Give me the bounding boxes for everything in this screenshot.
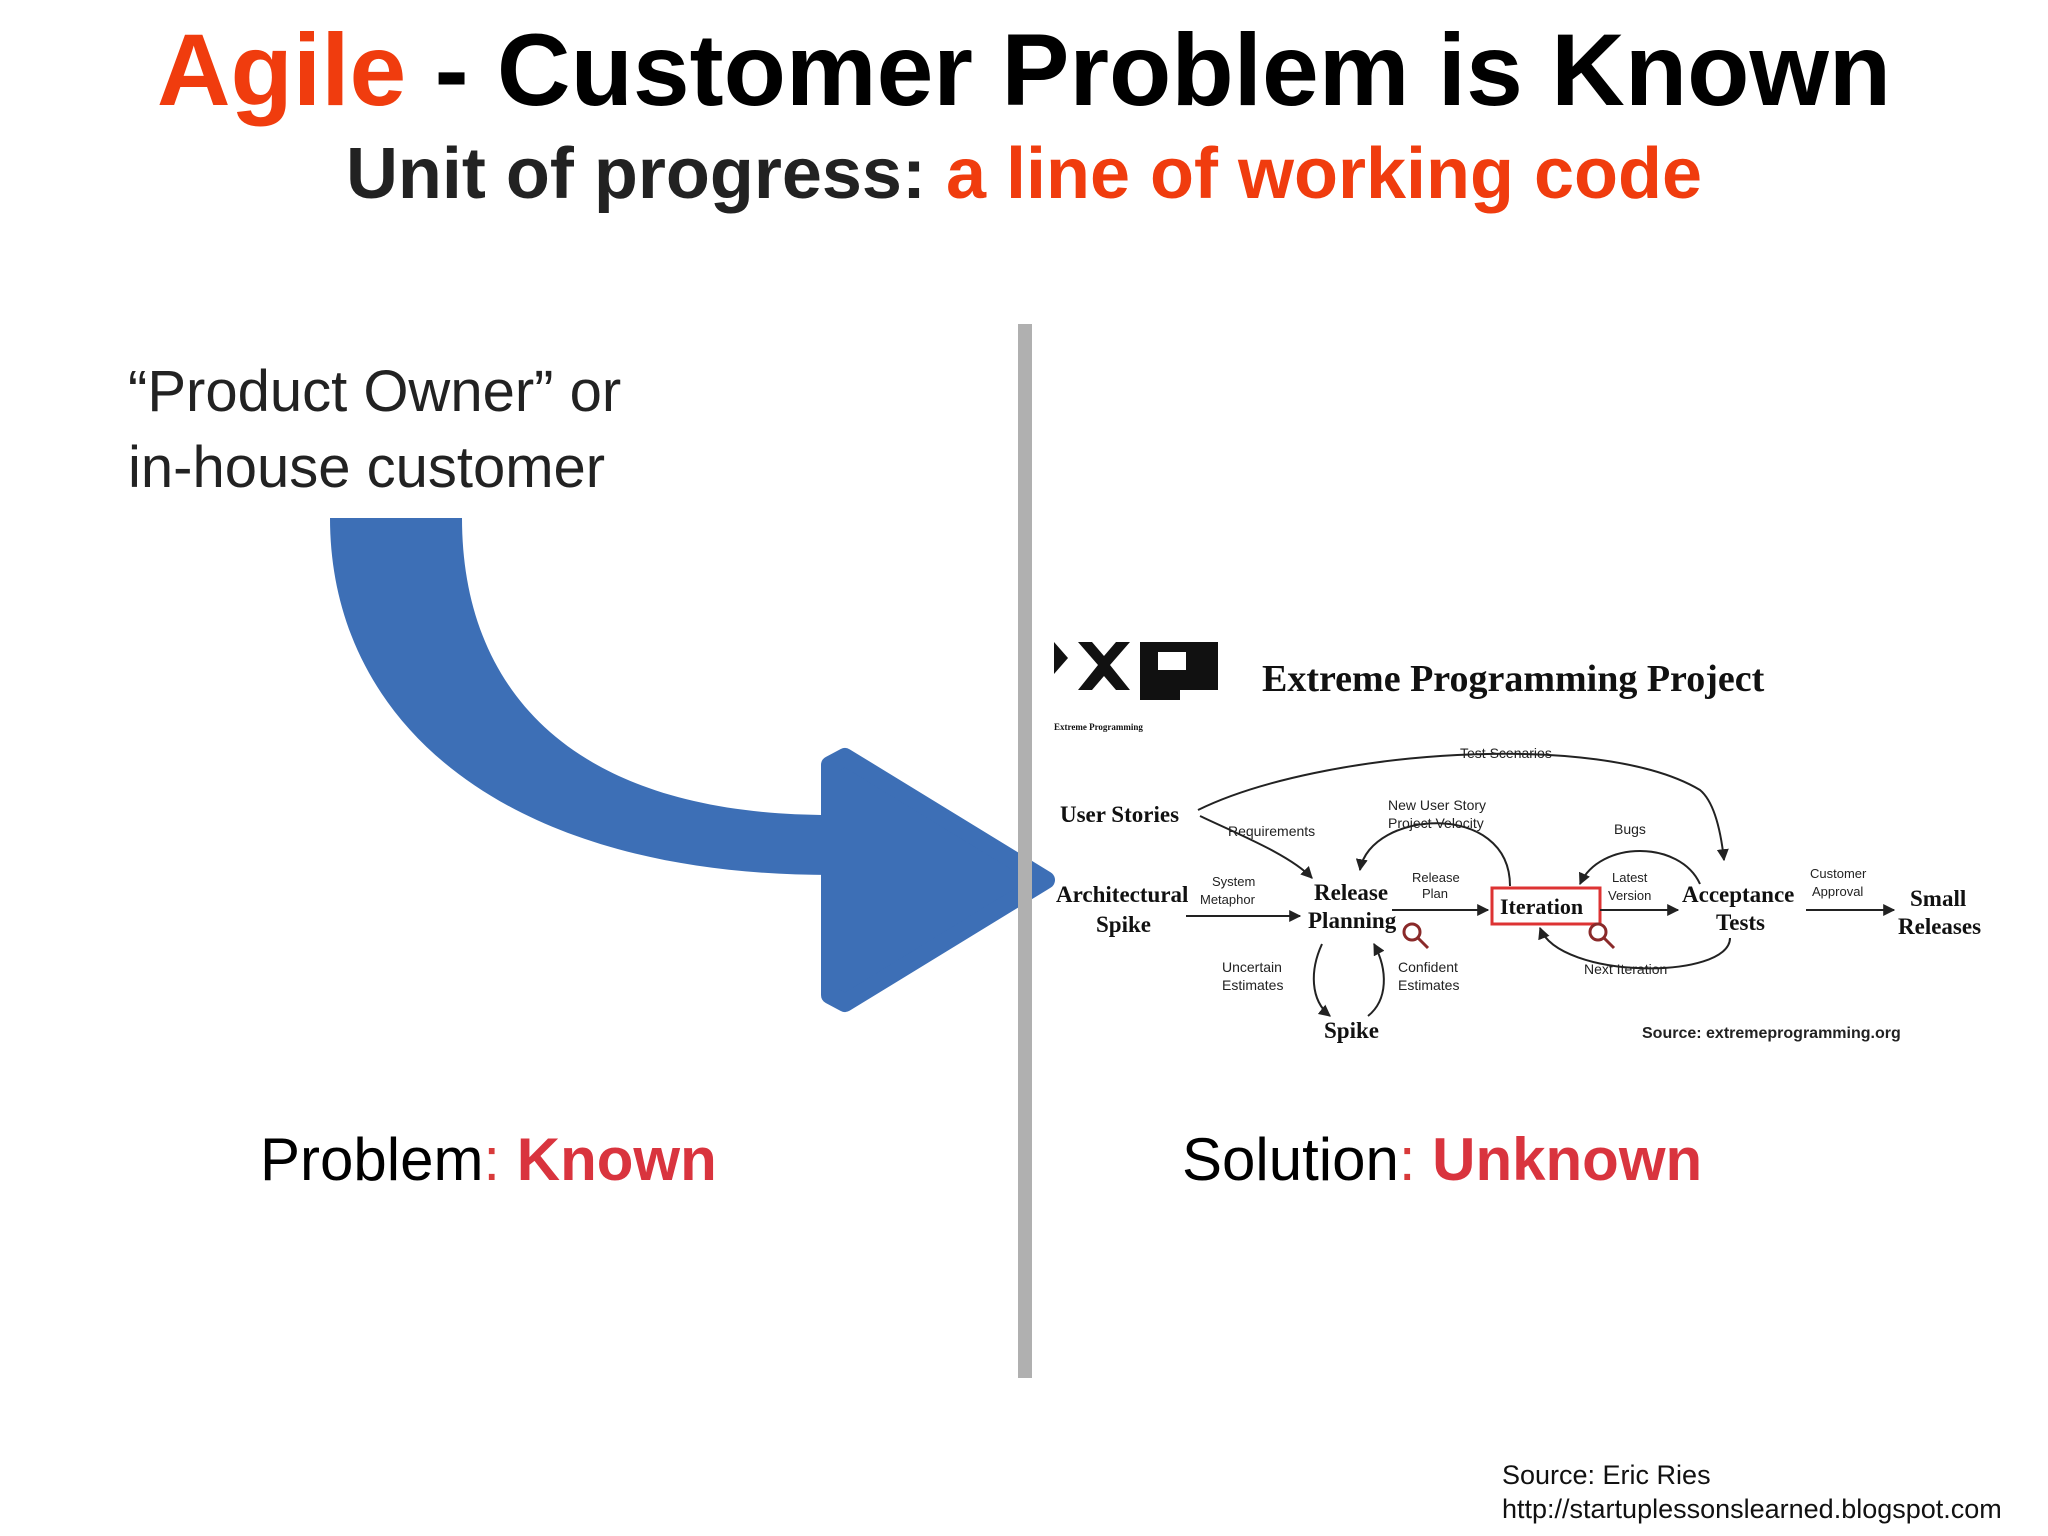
- subtitle-accent: a line of working code: [945, 134, 1703, 214]
- solution-value: Unknown: [1432, 1126, 1703, 1193]
- xp-title: Extreme Programming Project: [1262, 658, 1765, 700]
- node-small: Small: [1910, 886, 1966, 911]
- xp-logo-icon: Extreme Programming: [1054, 642, 1218, 732]
- connector-confident: [1367, 942, 1385, 1017]
- source-citation: Source: Eric Ries http://startuplessonsl…: [1502, 1458, 2002, 1526]
- connector-requirements: [1199, 815, 1313, 879]
- edge-approval: Approval: [1812, 884, 1863, 899]
- connector-bugs: [1579, 850, 1701, 886]
- problem-label: Problem: [260, 1126, 484, 1193]
- xp-logo-text: Extreme Programming: [1054, 722, 1143, 732]
- edge-system: System: [1212, 874, 1255, 889]
- edge-requirements: Requirements: [1228, 823, 1315, 839]
- edge-latest: Latest: [1612, 870, 1648, 885]
- node-iteration: Iteration: [1500, 894, 1583, 919]
- problem-value: Known: [516, 1126, 717, 1193]
- node-planning: Planning: [1308, 908, 1397, 933]
- edge-metaphor: Metaphor: [1200, 892, 1256, 907]
- node-tests: Tests: [1716, 910, 1765, 935]
- connector-uncertain: [1312, 943, 1331, 1017]
- owner-line-1: “Product Owner” or: [128, 359, 622, 424]
- magnifier-icon-2: [1588, 922, 1616, 950]
- solution-status: Solution: Unknown: [1182, 1122, 1702, 1198]
- problem-sep: :: [483, 1126, 517, 1193]
- iteration-box: [1490, 886, 1602, 926]
- edge-release-plan-2: Plan: [1422, 886, 1448, 901]
- edge-confident: Confident: [1398, 959, 1458, 975]
- node-spike-bottom: Spike: [1324, 1018, 1379, 1043]
- title-accent: Agile: [156, 13, 407, 127]
- owner-line-2: in-house customer: [128, 435, 606, 500]
- problem-status: Problem: Known: [260, 1122, 717, 1198]
- edge-estimates-2: Estimates: [1398, 977, 1459, 993]
- node-releases: Releases: [1898, 914, 1981, 939]
- edge-new-user-story: New User Story: [1388, 797, 1486, 813]
- connector-test-scenarios: [1197, 752, 1729, 862]
- edge-version: Version: [1608, 888, 1651, 903]
- edge-estimates-1: Estimates: [1222, 977, 1283, 993]
- edge-uncertain: Uncertain: [1222, 959, 1282, 975]
- xp-source: Source: extremeprogramming.org: [1642, 1025, 1901, 1042]
- node-spike-left: Spike: [1096, 912, 1151, 937]
- vertical-divider: [1018, 324, 1032, 1378]
- xp-process-diagram: Extreme Programming Extreme Programming …: [1054, 642, 1981, 1043]
- title-rest: - Customer Problem is Known: [406, 13, 1892, 127]
- curved-arrow-shaft: [330, 518, 830, 875]
- solution-label: Solution: [1182, 1126, 1399, 1193]
- source-line-2: http://startuplessonslearned.blogspot.co…: [1502, 1494, 2002, 1524]
- slide-title: Agile - Customer Problem is Known: [0, 12, 2048, 128]
- slide-subtitle: Unit of progress: a line of working code: [0, 132, 2048, 216]
- connector-new-user-story: [1355, 822, 1511, 887]
- node-acceptance: Acceptance: [1682, 882, 1794, 907]
- product-owner-label: “Product Owner” or in-house customer: [128, 354, 621, 506]
- edge-release-plan-1: Release: [1412, 870, 1460, 885]
- node-architectural: Architectural: [1056, 882, 1188, 907]
- subtitle-lead: Unit of progress:: [345, 134, 946, 214]
- node-user-stories: User Stories: [1060, 802, 1179, 827]
- connector-next-iteration: [1538, 926, 1731, 970]
- edge-customer: Customer: [1810, 866, 1867, 881]
- node-release: Release: [1314, 880, 1388, 905]
- magnifier-icon: [1402, 922, 1430, 950]
- curved-arrow-head: [821, 748, 1055, 1012]
- edge-bugs: Bugs: [1614, 821, 1646, 837]
- solution-sep: :: [1398, 1126, 1433, 1193]
- source-line-1: Source: Eric Ries: [1502, 1460, 1711, 1490]
